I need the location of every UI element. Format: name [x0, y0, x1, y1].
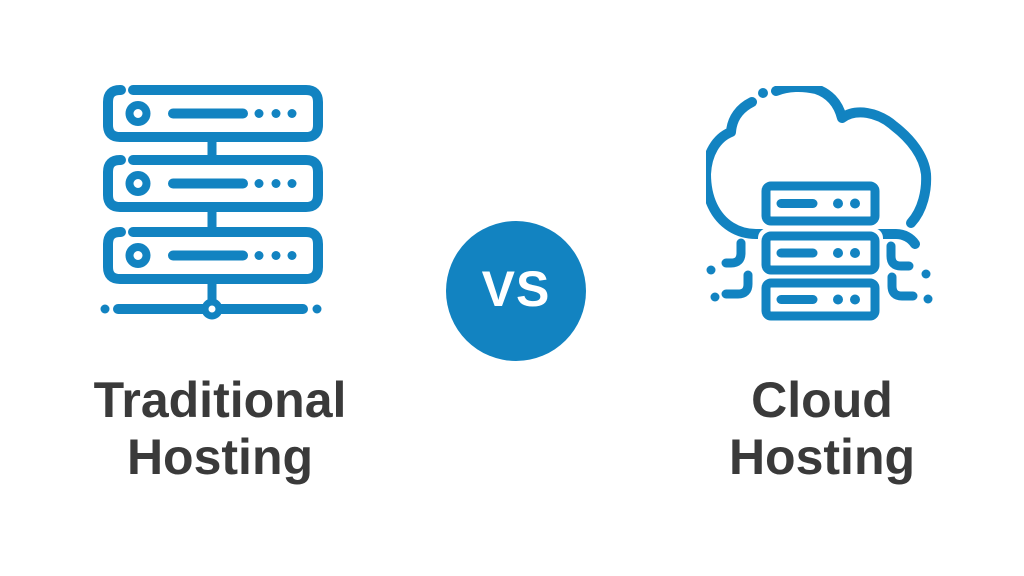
cloud-server-unit	[761, 181, 880, 226]
cloud-dot	[758, 88, 768, 98]
network-node	[201, 298, 223, 320]
left-caption-line1: Traditional	[93, 372, 347, 428]
drive-light	[125, 171, 151, 196]
drive-light	[125, 243, 151, 268]
left-caption: Traditional Hosting	[40, 372, 400, 486]
drive-light	[125, 101, 151, 126]
server-unit	[103, 85, 323, 142]
vs-label: VS	[481, 261, 551, 317]
cloud-outline	[706, 86, 932, 249]
network-line	[100, 298, 322, 320]
left-caption-line2: Hosting	[126, 429, 314, 485]
connection-hooks	[706, 238, 933, 304]
right-caption-line1: Cloud	[751, 372, 893, 428]
server-unit	[103, 155, 323, 212]
right-caption: Cloud Hosting	[650, 372, 994, 486]
cloud-servers-icon	[706, 86, 933, 324]
server-rack-icon	[100, 85, 323, 320]
cloud-server-unit	[761, 278, 880, 321]
right-caption-line2: Hosting	[728, 429, 916, 485]
server-unit	[103, 227, 323, 284]
server-halos	[758, 178, 883, 324]
cloud-server-unit	[761, 231, 880, 275]
vs-badge: VS	[446, 221, 586, 361]
